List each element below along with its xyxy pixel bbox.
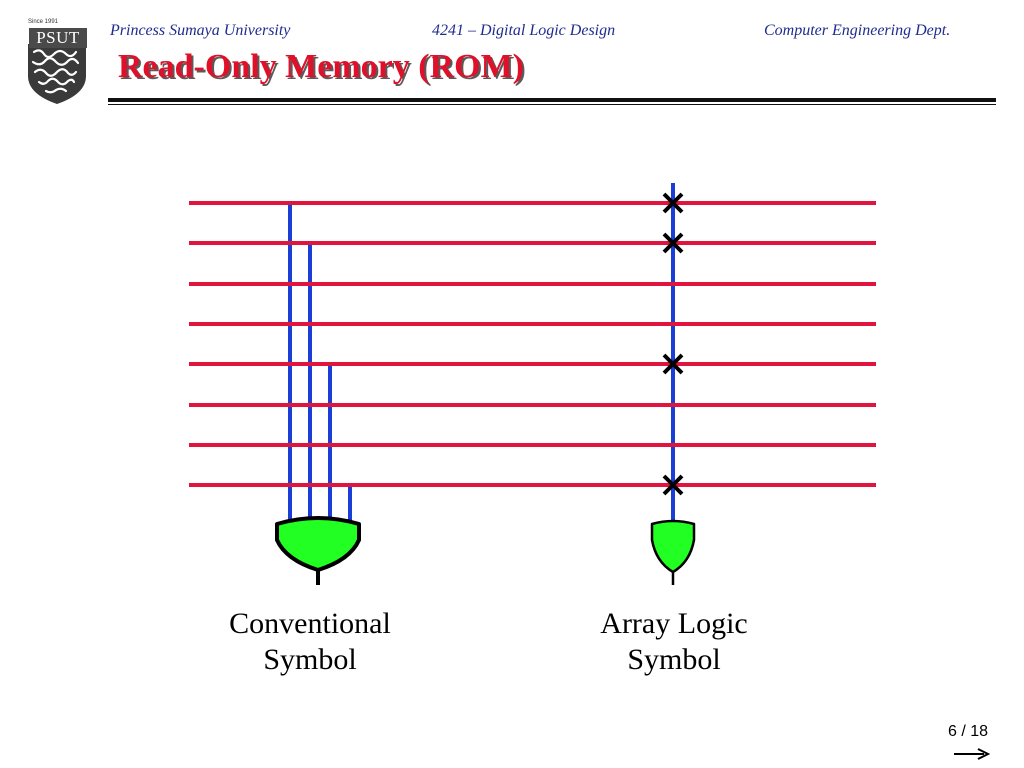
array-or-gate	[650, 519, 696, 585]
conventional-label-line2: Symbol	[263, 643, 357, 676]
logo-since-text: Since 1991	[28, 19, 59, 25]
next-arrow-icon[interactable]	[954, 748, 990, 760]
conventional-symbol-label: Conventional Symbol	[180, 606, 440, 678]
header-course: 4241 – Digital Logic Design	[432, 22, 616, 39]
cross-fuse-icon	[662, 474, 684, 496]
fuse-marks	[662, 192, 684, 496]
cross-fuse-icon	[662, 192, 684, 214]
page-number: 6 / 18	[948, 723, 989, 740]
conventional-or-gate	[275, 516, 361, 585]
array-label-line1: Array Logic	[600, 607, 748, 640]
cross-fuse-icon	[662, 232, 684, 254]
slide-title: Read-Only Memory (ROM)	[118, 48, 525, 85]
header-university: Princess Sumaya University	[110, 22, 291, 39]
array-label-line2: Symbol	[627, 643, 721, 676]
psut-logo	[28, 44, 86, 104]
array-logic-symbol-label: Array Logic Symbol	[544, 606, 804, 678]
conventional-label-line1: Conventional	[229, 607, 391, 640]
logo-name-text: PSUT	[29, 28, 87, 48]
title-rule-thick	[108, 98, 996, 102]
input-lines	[189, 201, 876, 487]
header-department: Computer Engineering Dept.	[764, 22, 951, 39]
title-rule-thin	[108, 104, 996, 105]
cross-fuse-icon	[662, 353, 684, 375]
